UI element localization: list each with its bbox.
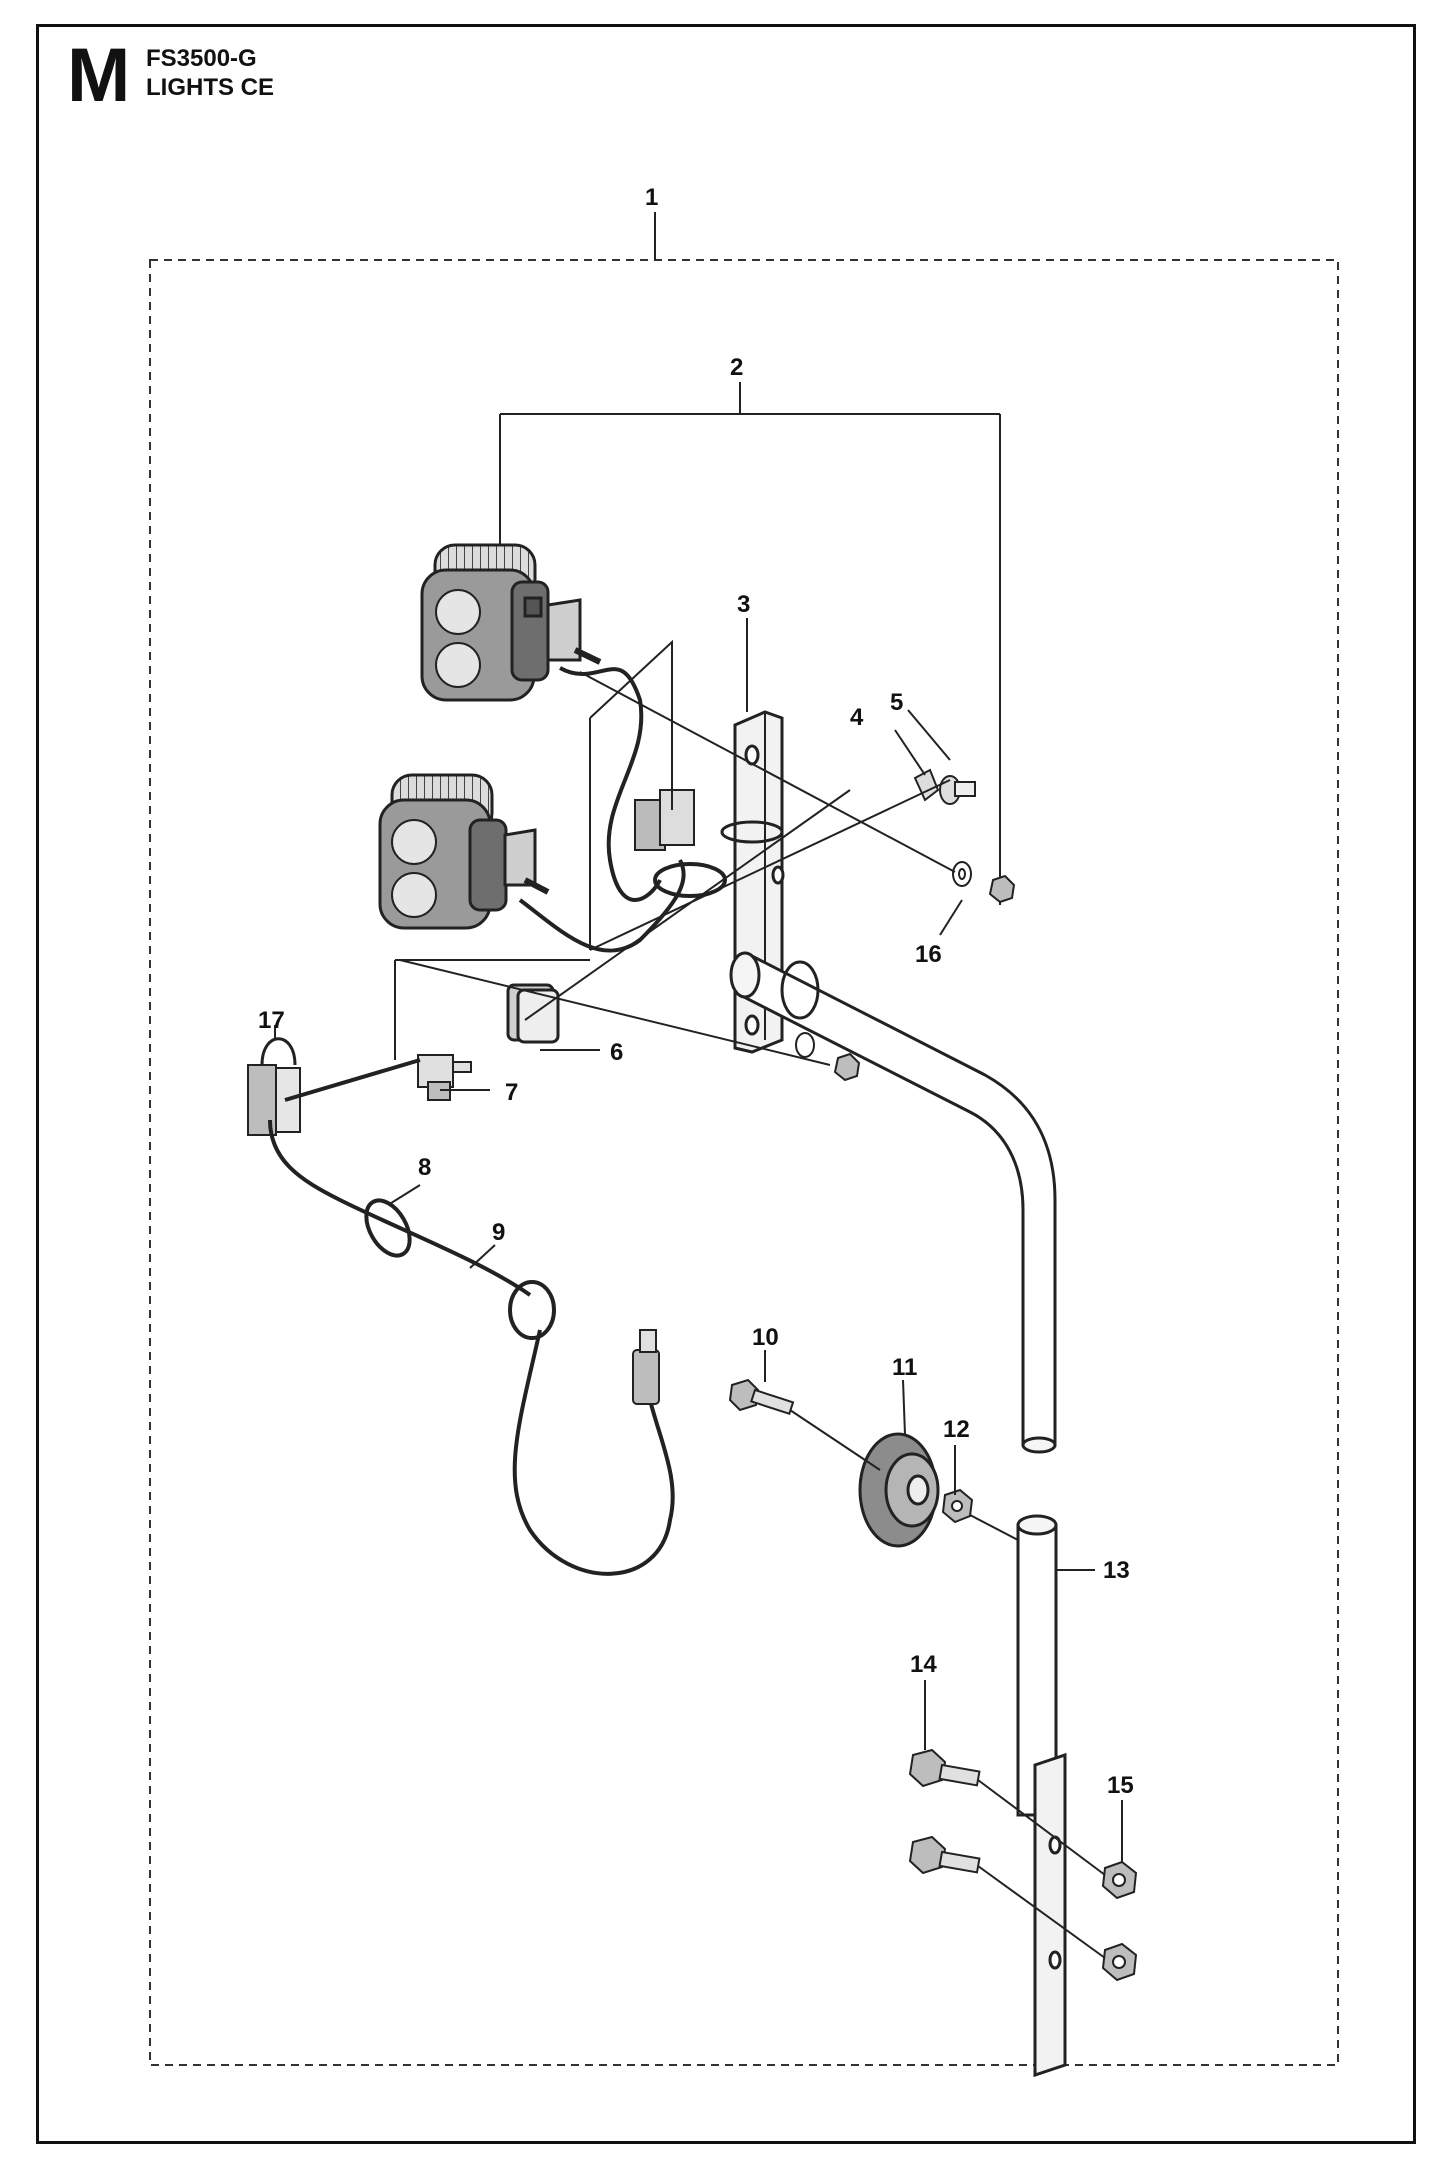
callout-11: 11 xyxy=(892,1354,917,1381)
washer-nut-lower xyxy=(795,1032,861,1082)
leader-lines xyxy=(274,618,1123,1959)
handle-tube xyxy=(729,951,1057,1454)
light-harness xyxy=(518,666,727,953)
callout-8: 8 xyxy=(418,1154,431,1181)
callout-15: 15 xyxy=(1107,1772,1134,1799)
callout-6: 6 xyxy=(610,1039,623,1066)
toggle-switch-7 xyxy=(417,1054,472,1101)
callout-14: 14 xyxy=(910,1651,937,1678)
callout-2: 2 xyxy=(730,354,743,381)
bracket-2 xyxy=(499,382,1001,905)
callout-12: 12 xyxy=(943,1416,970,1443)
bolt-lower xyxy=(908,1835,981,1875)
nut-lower xyxy=(1101,1942,1138,1982)
lower-tube xyxy=(1016,1514,1067,2078)
work-light-lower xyxy=(378,773,550,930)
callout-7: 7 xyxy=(505,1079,518,1106)
callout-10: 10 xyxy=(752,1324,779,1351)
callout-labels: 1 2 3 4 5 6 7 8 9 10 11 12 13 14 15 16 1… xyxy=(258,184,1134,1799)
section-letter: M xyxy=(67,33,131,118)
callout-13: 13 xyxy=(1103,1557,1130,1584)
clamp-knob xyxy=(858,1432,940,1548)
callout-1: 1 xyxy=(645,184,658,211)
screw-5 xyxy=(939,775,976,805)
knob-nut xyxy=(941,1488,974,1524)
callout-5: 5 xyxy=(890,689,903,716)
callout-9: 9 xyxy=(492,1219,505,1246)
diagram-subtitle: LIGHTS CE xyxy=(146,74,275,101)
page-frame xyxy=(36,24,1416,2144)
connector-17 xyxy=(247,1037,301,1136)
model-name: FS3500-G xyxy=(146,45,257,72)
nut-upper xyxy=(1101,1860,1138,1900)
callout-3: 3 xyxy=(737,591,750,618)
callout-16: 16 xyxy=(915,941,942,968)
bolt-upper xyxy=(908,1748,981,1788)
washer-nut-upper xyxy=(952,861,1016,904)
work-light-upper xyxy=(420,543,602,702)
callout-17: 17 xyxy=(258,1007,285,1034)
cable-9 xyxy=(268,1058,675,1576)
kit-boundary xyxy=(149,259,1339,2066)
callout-4: 4 xyxy=(850,704,864,731)
knob-bolt xyxy=(728,1378,795,1416)
title-block: FS3500-G LIGHTS CE xyxy=(146,44,274,102)
